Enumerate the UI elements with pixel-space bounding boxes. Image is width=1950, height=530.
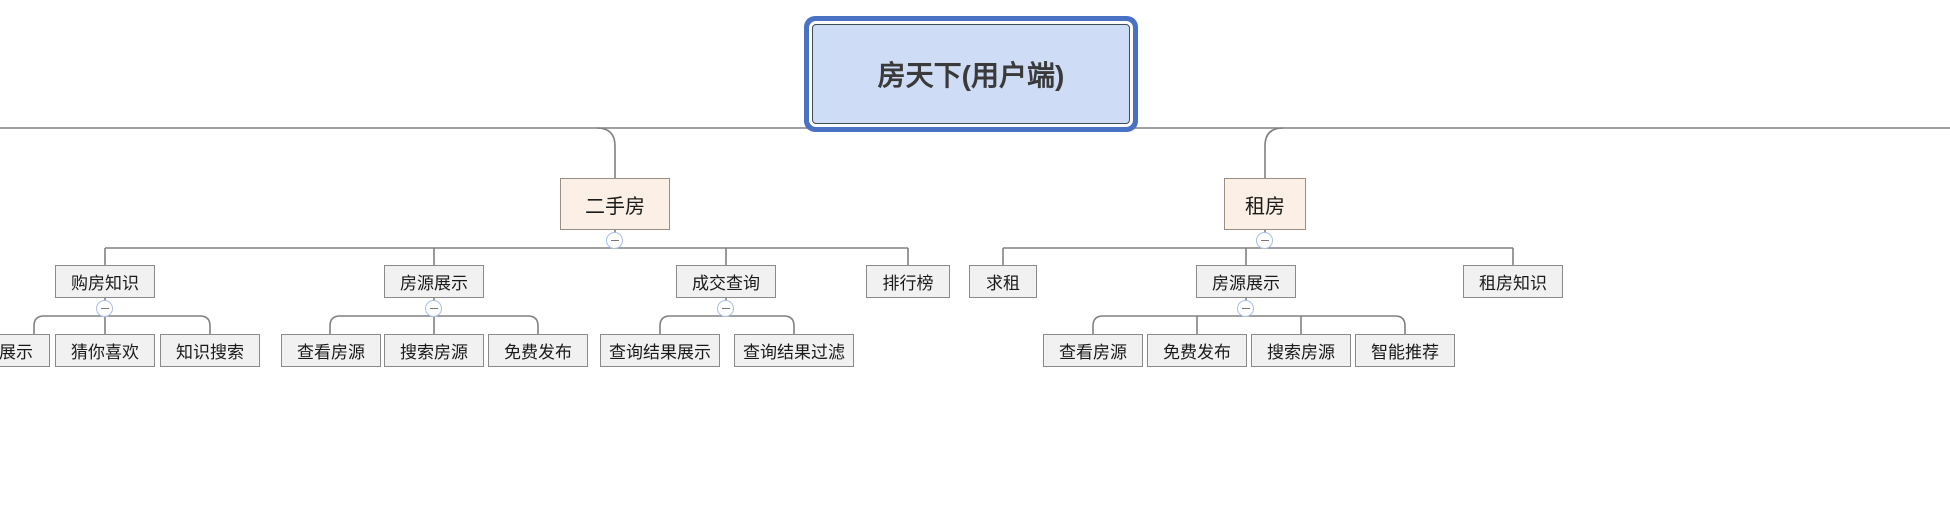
collapse-toggle-goufang-zhishi[interactable] [96, 300, 113, 317]
bus-fyzs-b [1092, 315, 1406, 334]
node-fangyuan-zhanshi-ershoufang[interactable]: 房源展示 [384, 265, 484, 298]
leaf-node-mianfei-fabu-ershoufang[interactable]: 免费发布 [488, 334, 588, 367]
collapse-toggle-ershoufang[interactable] [606, 232, 623, 249]
node-zufang-zhishi[interactable]: 租房知识 [1463, 265, 1563, 298]
collapse-toggle-chengjiao-chaxun[interactable] [717, 300, 734, 317]
bus-fyzs-a [329, 315, 539, 334]
node-zufang[interactable]: 租房 [1224, 178, 1306, 230]
root-node-fangtianxia[interactable]: 房天下(用户端) [812, 24, 1130, 124]
edge-trunk-to-ershoufang [596, 127, 616, 178]
leaf-node-zhishi-sousuo[interactable]: 知识搜索 [160, 334, 260, 367]
leaf-node-chakan-fangyuan-zufang[interactable]: 查看房源 [1043, 334, 1143, 367]
node-goufang-zhishi[interactable]: 购房知识 [55, 265, 155, 298]
node-qiuzu[interactable]: 求租 [969, 265, 1037, 298]
node-chengjiao-chaxun[interactable]: 成交查询 [676, 265, 776, 298]
leaf-node-sousuo-fangyuan-ershoufang[interactable]: 搜索房源 [384, 334, 484, 367]
leaf-node-chakan-fangyuan-ershoufang[interactable]: 查看房源 [281, 334, 381, 367]
node-ershoufang[interactable]: 二手房 [560, 178, 670, 230]
bus-cjcx [659, 315, 795, 334]
edge-trunk-to-zufang [1264, 127, 1284, 178]
bus-gfzs [33, 315, 211, 334]
leaf-node-zhanshi[interactable]: 展示 [0, 334, 50, 367]
node-paihangbang[interactable]: 排行榜 [866, 265, 950, 298]
collapse-toggle-zufang[interactable] [1256, 232, 1273, 249]
leaf-node-zhineng-tuijian[interactable]: 智能推荐 [1355, 334, 1455, 367]
collapse-toggle-fangyuan-zhanshi-ershoufang[interactable] [425, 300, 442, 317]
node-fangyuan-zhanshi-zufang[interactable]: 房源展示 [1196, 265, 1296, 298]
leaf-node-chaxun-jieguo-guolv[interactable]: 查询结果过滤 [734, 334, 854, 367]
leaf-node-sousuo-fangyuan-zufang[interactable]: 搜索房源 [1251, 334, 1351, 367]
leaf-node-mianfei-fabu-zufang[interactable]: 免费发布 [1147, 334, 1247, 367]
leaf-node-cainixihuan[interactable]: 猜你喜欢 [55, 334, 155, 367]
collapse-toggle-fangyuan-zhanshi-zufang[interactable] [1237, 300, 1254, 317]
leaf-node-chaxun-jieguo-zhanshi[interactable]: 查询结果展示 [600, 334, 720, 367]
